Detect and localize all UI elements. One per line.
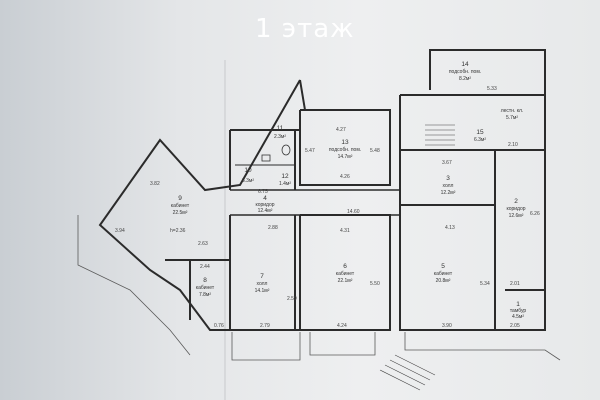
dim-label: 3.94	[115, 228, 125, 234]
room-8-name: кабинет	[196, 285, 215, 291]
dim-label: 3.90	[442, 323, 452, 329]
room-7-area: 14.1м²	[255, 288, 270, 294]
stairwell-name: лестн. кл.	[501, 108, 524, 114]
room-11-area: 2.3м²	[274, 134, 286, 140]
dim-label: 2.10	[508, 142, 518, 148]
room-11-num: 11	[277, 125, 284, 132]
room-10-area: 3.3м²	[242, 178, 254, 184]
room-1-area: 4.5м²	[512, 314, 524, 320]
room-3-num: 3	[446, 175, 450, 182]
toilet-icon	[261, 144, 291, 162]
room-5-num: 5	[441, 263, 445, 270]
dim-label: 4.31	[340, 228, 350, 234]
walls	[98, 49, 546, 331]
dim-label: 5.48	[370, 148, 380, 154]
dim-label: 5.33	[487, 86, 497, 92]
dim-label: 2.44	[200, 264, 210, 270]
room-4-num: 4	[263, 195, 267, 202]
dim-label: 5.50	[370, 281, 380, 287]
room-13-num: 13	[341, 139, 349, 146]
room-14-name: подсобн. пом.	[449, 69, 481, 75]
dim-label: 4.24	[337, 323, 347, 329]
room-4-name: коридор	[255, 202, 274, 208]
dim-label: 6.75	[258, 189, 268, 195]
room-1-num: 1	[516, 301, 520, 308]
dim-label: 2.63	[198, 241, 208, 247]
room-10-num: 10	[244, 167, 252, 174]
room-1-name: тамбур	[510, 308, 527, 314]
room-7-num: 7	[260, 273, 264, 280]
room-2-num: 2	[514, 198, 518, 205]
room-6-num: 6	[343, 263, 347, 270]
room-9-name: кабинет	[171, 203, 190, 209]
room-3-area: 12.2м²	[441, 190, 456, 196]
room-12-area: 1.4м²	[279, 181, 291, 187]
dim-label: 14.60	[347, 209, 360, 215]
terrace-outline	[77, 215, 561, 361]
room-5-area: 20.8м²	[436, 278, 451, 284]
floor-title: 1 этаж	[255, 14, 355, 44]
dim-label: 2.05	[510, 323, 520, 329]
room-6-area: 22.1м²	[338, 278, 353, 284]
dim-label: 3.82	[150, 181, 160, 187]
room-8-area: 7.8м²	[199, 292, 211, 298]
dim-label: 4.26	[340, 174, 350, 180]
room-3-name: холл	[443, 183, 454, 189]
room-15-num: 15	[476, 129, 484, 136]
room-6-name: кабинет	[336, 271, 355, 277]
room-2-area: 12.6м²	[509, 213, 524, 219]
room-12-num: 12	[281, 173, 289, 180]
room-8-num: 8	[203, 277, 207, 284]
stairs-icon	[379, 124, 455, 391]
dim-label: 2.59	[287, 296, 297, 302]
dim-label: 4.27	[336, 127, 346, 133]
dim-label: 6.26	[530, 211, 540, 217]
dimension-labels: 5.33 2.10 3.67 4.27 4.26 5.48 5.47 6.75 …	[115, 86, 540, 329]
room-9-num: 9	[178, 195, 182, 202]
dim-label: h=2.36	[170, 228, 186, 234]
room-2-name: коридор	[506, 206, 525, 212]
dim-label: 2.88	[268, 225, 278, 231]
room-13-area: 14.7м²	[338, 154, 353, 160]
stairwell-area: 5.7м²	[506, 115, 518, 121]
room-labels: 1 тамбур 4.5м² 2 коридор 12.6м² 3 холл 1…	[171, 61, 527, 320]
room-9-area: 22.5м²	[173, 210, 188, 216]
room-7-name: холл	[257, 281, 268, 287]
dim-label: 2.01	[510, 281, 520, 287]
dim-label: 0.76	[214, 323, 224, 329]
dim-label: 4.13	[445, 225, 455, 231]
room-14-num: 14	[461, 61, 469, 68]
room-5-name: кабинет	[434, 271, 453, 277]
room-4-area: 12.4м²	[258, 208, 273, 214]
dim-label: 2.79	[260, 323, 270, 329]
room-13-name: подсобн. пом.	[329, 147, 361, 153]
dim-label: 5.47	[305, 148, 315, 154]
dim-label: 5.34	[480, 281, 490, 287]
dim-label: 3.67	[442, 160, 452, 166]
room-14-area: 8.2м²	[459, 76, 471, 82]
room-15-area: 6.3м²	[474, 137, 486, 143]
